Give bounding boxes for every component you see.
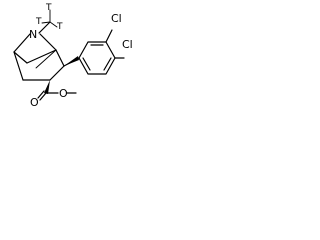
bond-c3-c4 bbox=[49, 65, 65, 81]
bond-ring-cl-upper bbox=[105, 29, 113, 43]
tritium-top-label: T bbox=[45, 3, 52, 13]
bond-n-c5-bridge bbox=[39, 33, 57, 51]
structure-canvas: N T T T Cl Cl O bbox=[0, 0, 142, 108]
bond-n-ct3 bbox=[38, 21, 51, 34]
bond-carbonyl-double bbox=[37, 90, 45, 99]
chemical-structure-diagram: N T T T Cl Cl O bbox=[13, 3, 133, 108]
wedge-bond-c3-aryl bbox=[64, 56, 79, 66]
carbonyl-oxygen-label: O bbox=[30, 96, 39, 108]
dichlorophenyl-ring: Cl Cl bbox=[78, 12, 133, 75]
chlorine-upper-label: Cl bbox=[111, 12, 122, 25]
methyl-ester-group: O O bbox=[30, 80, 77, 108]
bond-carbonyl-c-o bbox=[39, 92, 47, 101]
aromatic-double-bond-left bbox=[82, 57, 91, 71]
bond-c-t-left bbox=[41, 21, 51, 24]
chlorine-lower-label: Cl bbox=[122, 38, 133, 51]
ester-oxygen-label: O bbox=[59, 87, 68, 100]
tritium-left-label: T bbox=[35, 17, 42, 27]
bond-c1-n-bridge bbox=[13, 33, 31, 53]
wedge-bond-c2-ester bbox=[44, 80, 50, 94]
bond-c-t-right bbox=[49, 21, 58, 28]
nitrogen-label: N bbox=[29, 28, 37, 41]
bond-back-bridge bbox=[35, 49, 57, 69]
tritium-right-label: T bbox=[56, 22, 63, 32]
bond-c1-c2 bbox=[13, 51, 24, 81]
bond-c7-c6 bbox=[26, 49, 57, 64]
benzene-ring bbox=[78, 41, 116, 75]
aromatic-double-bond-right bbox=[103, 57, 112, 71]
bond-c5-c4 bbox=[55, 49, 65, 67]
bond-c1-c7 bbox=[13, 51, 28, 64]
tritiated-methyl-group: N T T T bbox=[29, 3, 63, 41]
tropane-skeleton bbox=[13, 33, 65, 81]
